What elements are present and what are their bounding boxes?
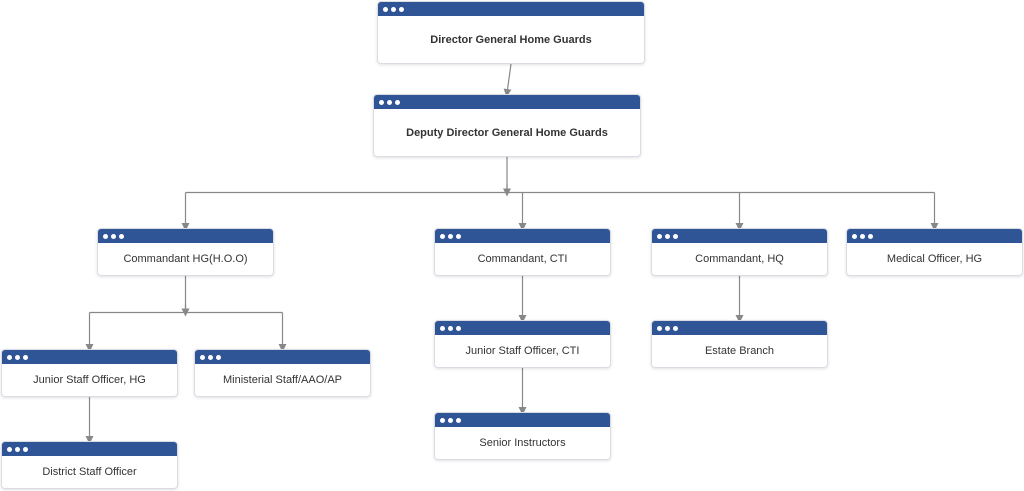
window-dot-icon <box>440 325 445 331</box>
node-header-bar <box>2 442 177 456</box>
window-dot-icon <box>448 417 453 423</box>
window-dot-icon <box>665 233 670 239</box>
node-label: District Staff Officer <box>42 466 137 478</box>
window-dot-icon <box>868 233 873 239</box>
node-header-bar <box>652 321 827 335</box>
window-dot-icon <box>440 417 445 423</box>
window-dot-icon <box>399 6 404 12</box>
window-dot-icon <box>387 99 392 105</box>
node-header-bar <box>435 413 610 427</box>
node-header-bar <box>98 229 273 243</box>
node-label: Junior Staff Officer, HG <box>33 374 146 386</box>
window-dot-icon <box>111 233 116 239</box>
window-dot-icon <box>7 446 12 452</box>
org-node-estate: Estate Branch <box>651 320 828 368</box>
edge-dg-ddg <box>503 63 512 97</box>
window-dot-icon <box>395 99 400 105</box>
node-header-bar <box>435 321 610 335</box>
node-header-bar <box>378 2 644 16</box>
node-label: Estate Branch <box>704 345 775 357</box>
window-dot-icon <box>657 233 662 239</box>
window-dot-icon <box>673 233 678 239</box>
window-dot-icon <box>15 354 20 360</box>
node-label: Senior Instructors <box>479 437 566 449</box>
org-node-dso: District Staff Officer <box>1 441 178 489</box>
org-node-ddg: Deputy Director General Home Guards <box>373 94 641 157</box>
org-node-cmd-cti: Commandant, CTI <box>434 228 611 276</box>
window-dot-icon <box>379 99 384 105</box>
node-label: Director General Home Guards <box>430 33 592 46</box>
window-dot-icon <box>23 354 28 360</box>
window-dot-icon <box>657 325 662 331</box>
node-label: Deputy Director General Home Guards <box>406 126 608 139</box>
node-header-bar <box>2 350 177 364</box>
node-header-bar <box>847 229 1022 243</box>
org-node-min: Ministerial Staff/AAO/AP <box>194 349 371 397</box>
window-dot-icon <box>391 6 396 12</box>
node-header-bar <box>195 350 370 364</box>
window-dot-icon <box>383 6 388 12</box>
window-dot-icon <box>208 354 213 360</box>
window-dot-icon <box>456 325 461 331</box>
window-dot-icon <box>103 233 108 239</box>
org-node-si: Senior Instructors <box>434 412 611 460</box>
node-label: Ministerial Staff/AAO/AP <box>222 374 342 386</box>
org-node-cmd-hoo: Commandant HG(H.O.O) <box>97 228 274 276</box>
window-dot-icon <box>673 325 678 331</box>
node-label: Commandant, CTI <box>477 253 568 265</box>
node-label: Commandant HG(H.O.O) <box>123 253 248 265</box>
window-dot-icon <box>860 233 865 239</box>
org-node-jso-cti: Junior Staff Officer, CTI <box>434 320 611 368</box>
window-dot-icon <box>448 233 453 239</box>
org-node-jso-hg: Junior Staff Officer, HG <box>1 349 178 397</box>
window-dot-icon <box>200 354 205 360</box>
window-dot-icon <box>119 233 124 239</box>
window-dot-icon <box>7 354 12 360</box>
node-header-bar <box>374 95 640 109</box>
window-dot-icon <box>448 325 453 331</box>
window-dot-icon <box>456 233 461 239</box>
org-node-cmd-hq: Commandant, HQ <box>651 228 828 276</box>
window-dot-icon <box>23 446 28 452</box>
window-dot-icon <box>216 354 221 360</box>
window-dot-icon <box>665 325 670 331</box>
window-dot-icon <box>456 417 461 423</box>
org-node-dg: Director General Home Guards <box>377 1 645 64</box>
node-label: Medical Officer, HG <box>886 253 983 265</box>
window-dot-icon <box>852 233 857 239</box>
window-dot-icon <box>15 446 20 452</box>
node-label: Commandant, HQ <box>695 253 784 265</box>
node-header-bar <box>652 229 827 243</box>
node-label: Junior Staff Officer, CTI <box>465 345 580 357</box>
node-header-bar <box>435 229 610 243</box>
org-node-med: Medical Officer, HG <box>846 228 1023 276</box>
window-dot-icon <box>440 233 445 239</box>
